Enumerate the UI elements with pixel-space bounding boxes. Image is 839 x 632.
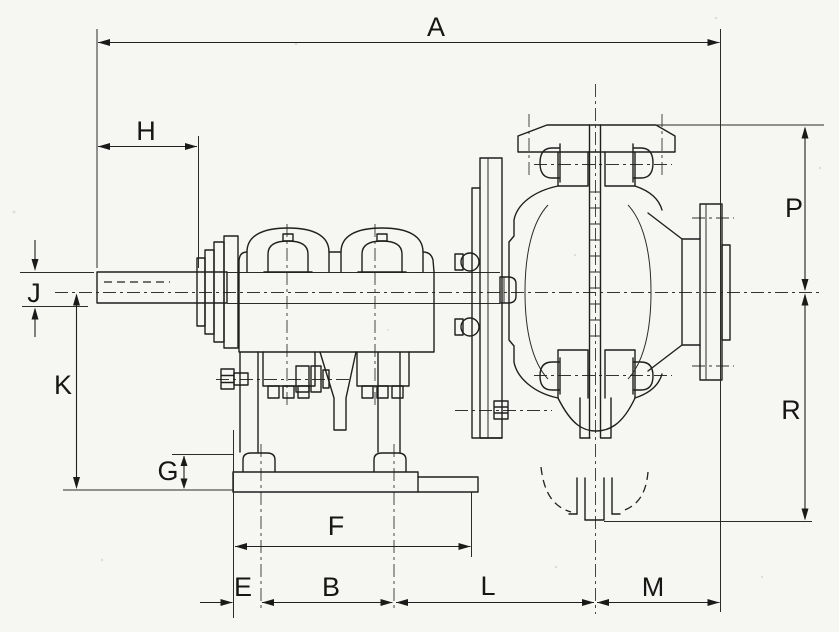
dim-label-j: J (27, 278, 41, 308)
dim-label-m: M (642, 572, 665, 602)
drain-bolt (493, 400, 509, 420)
casing-outline-left (508, 185, 559, 399)
dimension-lines (31, 39, 809, 606)
dim-label-f: F (328, 511, 345, 541)
lifting-bracket (517, 124, 676, 153)
impeller-nut (499, 276, 517, 304)
dome-nut (267, 240, 309, 273)
casing-stud-nut (632, 143, 654, 183)
bearing-housing (220, 227, 435, 431)
discharge-stub (540, 466, 649, 521)
adjusting-bolt-head (220, 368, 235, 390)
clamp-bolt-lower (460, 317, 480, 337)
base-frame (232, 351, 479, 493)
clamp-bolt-upper (460, 252, 480, 272)
paper-specks (12, 16, 822, 579)
foot-pad-right (373, 452, 407, 473)
suction-cover-cone (647, 212, 683, 372)
suction-flange (699, 203, 723, 381)
bearing-cap-right (340, 227, 424, 273)
dim-label-g: G (157, 456, 178, 486)
casing-stud-nut (539, 357, 561, 395)
pedestal-plate (454, 157, 517, 439)
dim-label-l: L (480, 571, 495, 601)
dim-label-p: P (785, 193, 803, 223)
casing-outline-right (634, 185, 663, 211)
base-plate (232, 471, 479, 493)
dim-label-b: B (322, 572, 340, 602)
casing-stud-nut (632, 357, 654, 395)
dim-label-r: R (781, 395, 801, 425)
casing-stud-nut (539, 143, 561, 183)
pump-shaft (96, 235, 500, 349)
bearing-end-cover (223, 235, 239, 349)
dim-label-e: E (234, 572, 252, 602)
dim-label-k: K (54, 370, 72, 400)
dim-label-a: A (427, 12, 445, 42)
adjusting-screw-bracket (319, 351, 357, 431)
casing-split-joint (588, 124, 602, 439)
dimension-labels: A H J K G F E B L M P R (27, 12, 803, 602)
foot-pad-left (242, 452, 276, 473)
bearing-cap-left (246, 227, 330, 273)
dome-nut (361, 240, 403, 273)
centerlines (55, 84, 820, 614)
pump-casing (508, 124, 731, 439)
dim-label-h: H (136, 116, 156, 146)
